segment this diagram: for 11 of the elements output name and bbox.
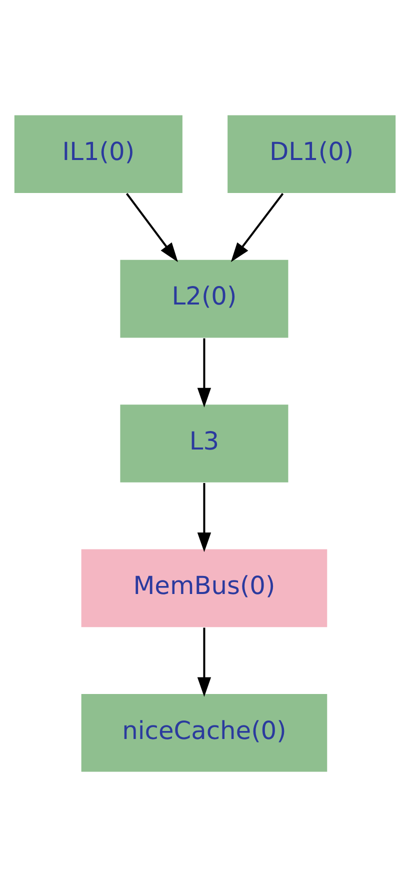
arrow [126, 193, 178, 262]
node-box: L3 [120, 404, 288, 482]
node-box: niceCache(0) [81, 694, 328, 772]
node-box: IL1(0) [14, 115, 182, 194]
arrow [230, 193, 284, 262]
node-box: L2(0) [120, 260, 288, 338]
node-box: MemBus(0) [81, 549, 328, 628]
arrow [197, 483, 212, 552]
node-box: DL1(0) [228, 115, 396, 194]
arrow [197, 628, 212, 697]
arrow [197, 338, 212, 408]
